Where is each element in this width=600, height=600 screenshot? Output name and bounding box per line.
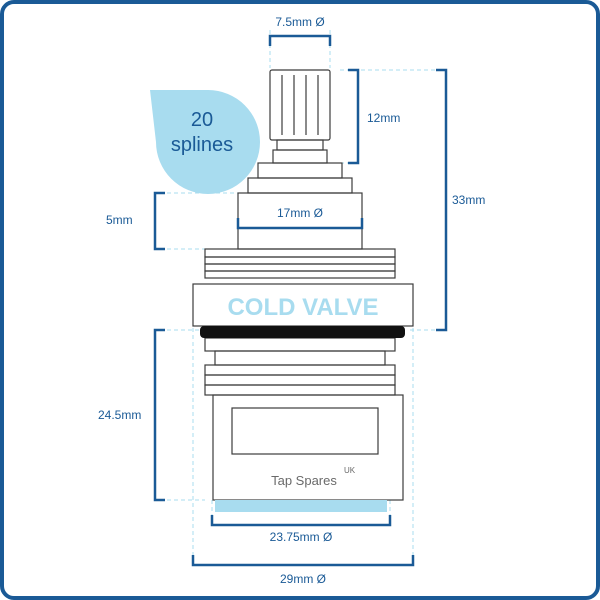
dim-collar-height (153, 191, 165, 251)
brand-name: Tap Spares (271, 473, 337, 488)
collar-top (257, 162, 343, 179)
brand-suffix: UK (344, 466, 356, 475)
dim-base-diameter (210, 515, 392, 527)
seal-ring (200, 326, 405, 338)
badge-line-1: 20 (191, 109, 213, 131)
label-collar-diameter: 17mm Ø (277, 206, 323, 220)
dim-total-height (436, 68, 448, 332)
spindle-head (269, 69, 331, 141)
collar (237, 192, 363, 250)
base-washer (215, 500, 387, 512)
label-total-height: 33mm (452, 193, 485, 207)
body-label: COLD VALVE (227, 294, 378, 321)
dim-spindle-height (348, 68, 360, 165)
splines-badge (150, 90, 260, 194)
dim-spindle-diameter (268, 34, 332, 46)
dim-outer-diameter (191, 555, 415, 567)
label-spindle-diameter: 7.5mm Ø (275, 15, 324, 29)
badge-line-2: splines (171, 134, 233, 156)
label-outer-diameter: 29mm Ø (280, 572, 326, 586)
valve-body (192, 69, 414, 501)
label-spindle-height: 12mm (367, 111, 400, 125)
label-lower-height: 24.5mm (98, 408, 141, 422)
label-collar-height: 5mm (106, 213, 133, 227)
label-base-diameter: 23.75mm Ø (270, 530, 333, 544)
dimension-lines (153, 34, 448, 567)
dim-collar-diameter (236, 218, 364, 230)
dim-lower-height (153, 328, 165, 502)
